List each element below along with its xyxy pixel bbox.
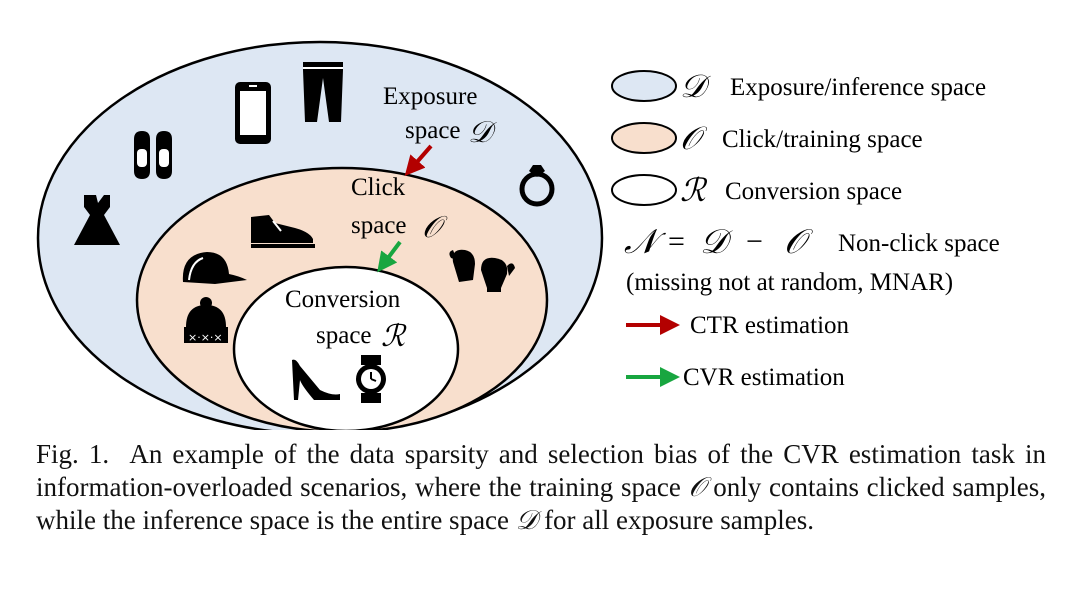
caption-text-3: for all exposure samples.	[544, 505, 814, 535]
dress-icon	[74, 195, 120, 245]
diagram: Exposure space 𝒟 Click space 𝒪 Conversio…	[36, 40, 1000, 430]
legend-nonclick-text: Non-click space	[838, 230, 1000, 257]
figure-caption: Fig. 1. An example of the data sparsity …	[36, 438, 1046, 537]
ctr-arrow-diagram	[404, 144, 433, 177]
ring-icon	[519, 165, 555, 207]
legend-exposure-swatch	[611, 70, 677, 102]
legend-nonclick-O: 𝒪	[784, 222, 813, 262]
legend-conversion-symbol: ℛ	[680, 171, 708, 209]
conversion-space-ellipse	[232, 265, 460, 430]
watch-icon	[356, 355, 386, 403]
caption-text-2: only contains clicked samples, while the…	[36, 472, 1047, 535]
legend-nonclick-eq: =	[668, 225, 685, 258]
legend-conversion-swatch	[611, 174, 677, 206]
legend-click-swatch	[611, 122, 677, 154]
legend-nonclick-minus: −	[746, 225, 763, 258]
legend-mnar-text: (missing not at random, MNAR)	[626, 269, 953, 296]
pants-icon	[303, 62, 343, 122]
exposure-label-line1: Exposure	[383, 83, 477, 110]
legend-nonclick-D: 𝒟	[700, 222, 733, 262]
exposure-label-line2: space	[405, 117, 461, 144]
legend-ctr-text: CTR estimation	[690, 312, 850, 339]
click-label-line2: space	[351, 212, 407, 239]
legend-click-text: Click/training space	[722, 126, 923, 153]
cap-icon	[182, 252, 247, 284]
legend-click-symbol: 𝒪	[680, 119, 708, 157]
phone-icon	[235, 82, 271, 144]
click-label-line1: Click	[351, 174, 406, 201]
conversion-symbol: ℛ	[381, 319, 407, 354]
cvr-arrow-diagram	[377, 240, 402, 273]
svg-text:×·×·×: ×·×·×	[188, 331, 223, 344]
legend-conversion-text: Conversion space	[725, 178, 902, 205]
legend-exposure-symbol: 𝒟	[680, 67, 711, 105]
high-heel-icon	[292, 359, 340, 400]
legend-exposure-text: Exposure/inference space	[730, 74, 986, 101]
caption-prefix: Fig. 1.	[36, 439, 110, 469]
conversion-label-line2: space	[316, 322, 372, 349]
caption-symbol-D: 𝒟	[515, 505, 538, 536]
beanie-icon: ×·×·×	[184, 297, 228, 344]
mittens-icon	[449, 249, 515, 292]
caption-symbol-O: 𝒪	[688, 472, 706, 503]
conversion-label-line1: Conversion	[285, 286, 401, 313]
shoe-icon	[251, 215, 315, 248]
legend-nonclick-N: 𝒩	[624, 222, 667, 262]
caption-text-1: An example of the data sparsity and sele…	[36, 439, 1046, 502]
legend-cvr-text: CVR estimation	[683, 364, 845, 391]
slippers-icon	[134, 131, 172, 179]
